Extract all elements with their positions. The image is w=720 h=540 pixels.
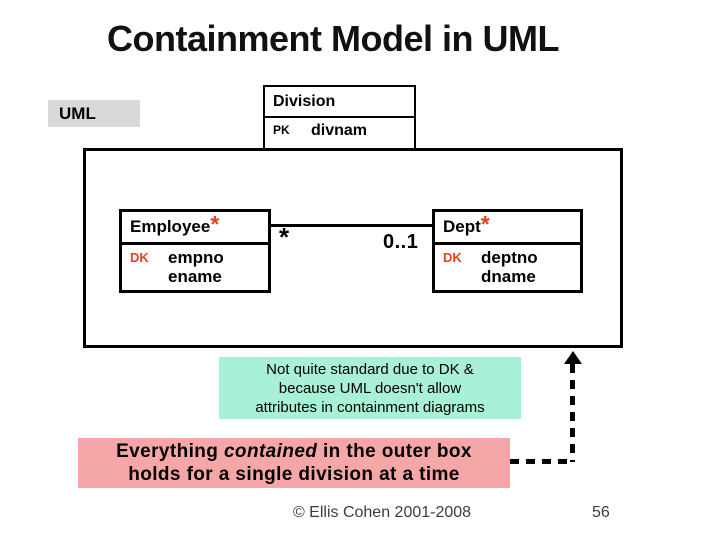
employee-attr-ename: ename: [168, 267, 222, 286]
dept-entity: Dept* DK deptno dname: [432, 209, 583, 293]
dk-note-line: attributes in containment diagrams: [255, 399, 485, 416]
employee-attr-empno: empno: [168, 248, 224, 267]
empty-key-cell: [443, 267, 481, 286]
employee-attr-row: ename: [130, 267, 268, 286]
multiplicity-many-label: *: [279, 222, 290, 252]
dept-attr-deptno: deptno: [481, 248, 538, 267]
employee-attr-row: DK empno: [130, 248, 268, 267]
dashed-line-horizontal: [510, 459, 572, 464]
division-title: Division: [265, 87, 414, 118]
employee-dk-label: DK: [130, 250, 149, 265]
employee-name: Employee: [130, 217, 211, 236]
note-suffix: in the outer box: [317, 441, 472, 462]
employee-star: *: [210, 211, 220, 237]
containment-note-line2: holds for a single division at a time: [128, 464, 460, 485]
containment-note: Everything contained in the outer box ho…: [78, 438, 510, 488]
containment-note-line1: Everything contained in the outer box: [78, 440, 510, 463]
dk-note-line: because UML doesn't allow: [278, 380, 462, 397]
arrowhead-icon: [564, 351, 582, 364]
division-entity: Division PK divnam: [263, 85, 416, 150]
division-attr-row: PK divnam: [273, 121, 414, 140]
dept-name: Dept: [443, 217, 481, 236]
empty-key-cell: [130, 267, 168, 286]
employee-entity: Employee* DK empno ename: [119, 209, 271, 293]
dept-attr-row: DK deptno: [443, 248, 580, 267]
page-number: 56: [592, 504, 610, 521]
division-pk-label: PK: [273, 123, 290, 137]
division-attr-divnam: divnam: [311, 122, 368, 139]
note-emphasis: contained: [223, 441, 318, 462]
page-title: Containment Model in UML: [107, 18, 559, 59]
dk-standard-note: Not quite standard due to DK & because U…: [219, 357, 521, 419]
dept-star: *: [480, 211, 490, 237]
dept-dk-label: DK: [443, 250, 462, 265]
dashed-line-vertical: [570, 364, 575, 462]
multiplicity-zero-one-label: 0..1: [383, 231, 419, 253]
note-prefix: Everything: [116, 441, 224, 462]
dept-attr-row: dname: [443, 267, 580, 286]
dept-title: Dept*: [435, 212, 580, 245]
dk-note-line: Not quite standard due to DK &: [266, 361, 474, 378]
footer-credit: © Ellis Cohen 2001-2008: [292, 504, 472, 521]
employee-title: Employee*: [122, 212, 268, 245]
association-line: [271, 224, 432, 227]
dept-attr-dname: dname: [481, 267, 536, 286]
containment-outer-box: [83, 148, 623, 348]
uml-tag-label: UML: [48, 100, 140, 127]
